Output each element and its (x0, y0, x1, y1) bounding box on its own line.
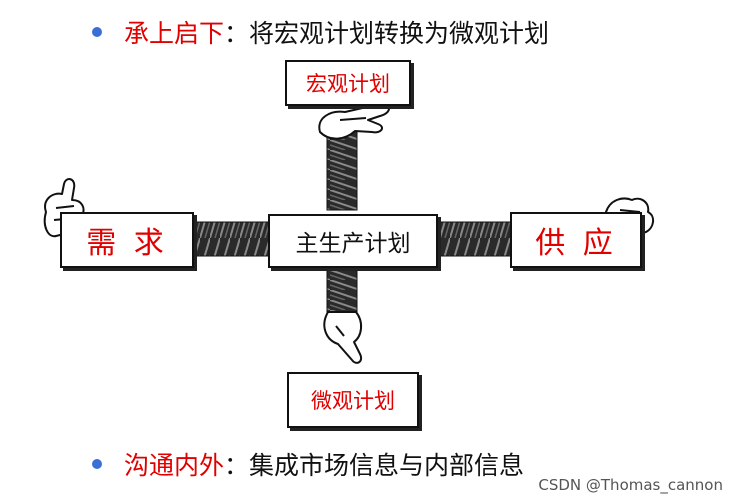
bullet-icon (92, 27, 102, 37)
rope-left (189, 221, 273, 257)
bottom-hand-icon (323, 311, 362, 364)
rope-right (431, 221, 513, 257)
rope-top (326, 129, 358, 211)
box-macro-plan: 宏观计划 (285, 60, 411, 106)
watermark: CSDN @Thomas_cannon (538, 476, 723, 494)
box-supply: 供 应 (510, 212, 642, 268)
box-demand-label: 需 求 (86, 226, 168, 261)
header-description: 将宏观计划转换为微观计划 (249, 19, 550, 48)
box-micro-plan-label: 微观计划 (311, 389, 395, 413)
footer-bullet-line: 沟通内外 ： 集成市场信息与内部信息 (92, 446, 524, 482)
header-bullet-line: 承上启下 ： 将宏观计划转换为微观计划 (92, 14, 549, 50)
footer-description: 集成市场信息与内部信息 (249, 451, 525, 480)
box-master-production-schedule-label: 主生产计划 (295, 231, 411, 257)
box-supply-label: 供 应 (535, 226, 617, 261)
footer-term: 沟通内外 (124, 451, 225, 480)
footer-separator: ： (224, 451, 250, 480)
header-separator: ： (224, 19, 250, 48)
box-micro-plan: 微观计划 (287, 372, 419, 428)
box-master-production-schedule: 主生产计划 (268, 214, 438, 268)
header-term: 承上启下 (124, 19, 225, 48)
box-demand: 需 求 (60, 212, 194, 268)
bullet-icon (92, 459, 102, 469)
box-macro-plan-label: 宏观计划 (306, 72, 390, 96)
top-hand-icon (318, 102, 390, 140)
